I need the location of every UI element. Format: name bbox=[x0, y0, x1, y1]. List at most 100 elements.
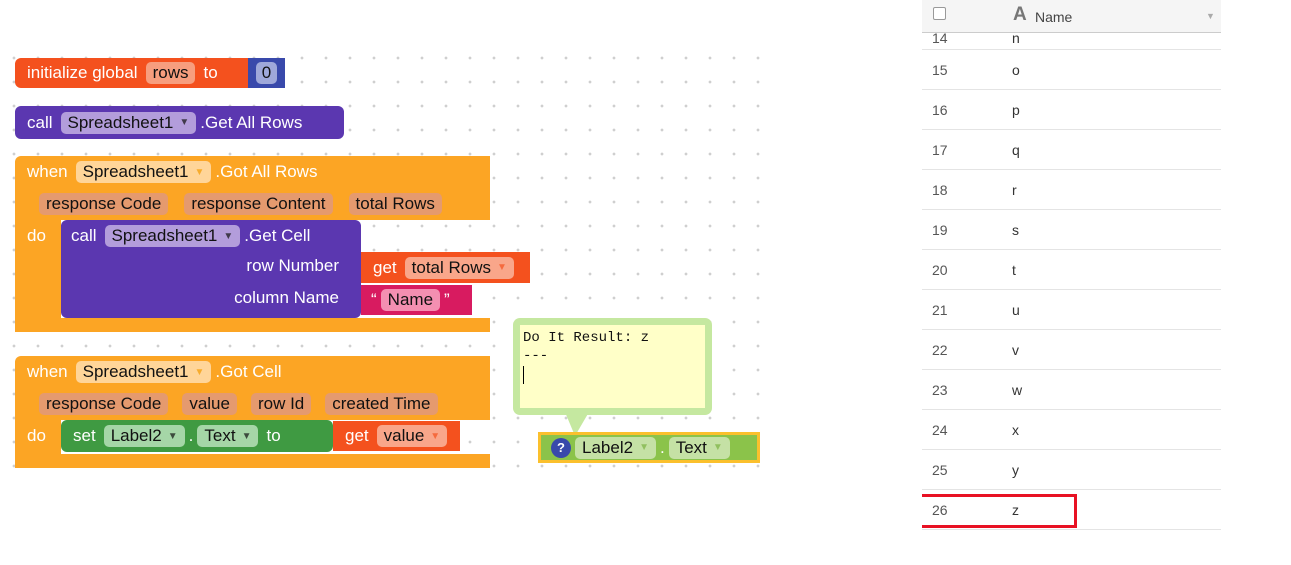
param-total-rows[interactable]: total Rows bbox=[348, 193, 442, 215]
property-dropdown[interactable]: Text bbox=[204, 426, 236, 445]
text-block[interactable]: “ Name ” bbox=[361, 285, 472, 315]
label2-text-getter-block[interactable]: ? Label2▼ . Text▼ bbox=[538, 432, 760, 463]
component-dropdown[interactable]: Spreadsheet1 bbox=[67, 112, 174, 132]
row-value: u bbox=[1012, 302, 1020, 318]
select-all-checkbox[interactable] bbox=[933, 7, 946, 20]
dropdown-arrow-icon: ▼ bbox=[497, 262, 507, 273]
text-field[interactable]: Name bbox=[380, 289, 441, 311]
table-row-partial[interactable]: 14 n bbox=[922, 10, 1221, 50]
dropdown-arrow-icon: ▼ bbox=[712, 442, 723, 453]
row-value: o bbox=[1012, 62, 1020, 78]
row-number: 15 bbox=[932, 62, 948, 78]
initialize-global-block[interactable]: initialize global rows to bbox=[15, 58, 250, 88]
row-value: r bbox=[1012, 182, 1017, 198]
property-dropdown[interactable]: Text bbox=[675, 437, 707, 457]
set-keyword: set bbox=[73, 426, 96, 445]
dot-separator: . bbox=[188, 426, 194, 445]
component-dropdown[interactable]: Label2 bbox=[110, 426, 162, 445]
to-keyword: to bbox=[203, 63, 218, 82]
row-number: 23 bbox=[932, 382, 948, 398]
row-number: 18 bbox=[932, 182, 948, 198]
dropdown-arrow-icon: ▼ bbox=[179, 117, 190, 128]
column-header-name[interactable]: Name bbox=[1035, 9, 1073, 25]
when-got-cell-block[interactable]: when Spreadsheet1▼ .Got Cell response Co… bbox=[15, 356, 490, 468]
do-keyword: do bbox=[27, 426, 46, 445]
call-keyword: call bbox=[27, 112, 53, 132]
row-number: 22 bbox=[932, 342, 948, 358]
table-row[interactable]: 23 w bbox=[922, 370, 1221, 410]
variable-dropdown[interactable]: value bbox=[383, 426, 425, 445]
table-row[interactable]: 19 s bbox=[922, 210, 1221, 250]
dropdown-arrow-icon: ▼ bbox=[639, 442, 649, 453]
method-name: .Get All Rows bbox=[200, 112, 303, 132]
table-row[interactable]: 16 p bbox=[922, 90, 1221, 130]
row-number: 26 bbox=[932, 502, 948, 518]
row-value: p bbox=[1012, 102, 1020, 118]
component-dropdown[interactable]: Spreadsheet1 bbox=[111, 226, 218, 245]
table-row[interactable]: 26 z bbox=[922, 490, 1221, 530]
component-dropdown[interactable]: Spreadsheet1 bbox=[82, 362, 189, 381]
number-block[interactable]: 0 bbox=[248, 58, 285, 88]
get-value-block[interactable]: get value▼ bbox=[333, 421, 460, 451]
row-number: 24 bbox=[932, 422, 948, 438]
open-quote: “ bbox=[371, 290, 377, 309]
table-row[interactable]: 17 q bbox=[922, 130, 1221, 170]
variable-dropdown[interactable]: total Rows bbox=[411, 257, 492, 277]
row-number: 19 bbox=[932, 222, 948, 238]
do-keyword: do bbox=[27, 226, 46, 245]
column-menu-arrow-icon[interactable]: ▼ bbox=[1206, 11, 1215, 21]
call-get-cell-block[interactable]: call Spreadsheet1▼ .Get Cell row Number … bbox=[61, 220, 361, 318]
param-response-code[interactable]: response Code bbox=[39, 193, 169, 215]
get-total-rows-block[interactable]: get total Rows ▼ bbox=[361, 252, 530, 283]
dropdown-arrow-icon: ▼ bbox=[241, 430, 252, 442]
variable-name-field[interactable]: rows bbox=[145, 62, 196, 84]
get-keyword: get bbox=[373, 257, 397, 277]
param-row-id[interactable]: row Id bbox=[250, 393, 312, 415]
row-number: 17 bbox=[932, 142, 948, 158]
dropdown-arrow-icon: ▼ bbox=[194, 366, 205, 378]
row-value: z bbox=[1012, 502, 1019, 518]
dropdown-arrow-icon: ▼ bbox=[194, 166, 205, 178]
row-number: 25 bbox=[932, 462, 948, 478]
text-cursor bbox=[523, 366, 524, 384]
table-row[interactable]: 18 r bbox=[922, 170, 1221, 210]
table-row[interactable]: 22 v bbox=[922, 330, 1221, 370]
do-it-result-bubble[interactable]: Do It Result: z --- bbox=[513, 318, 712, 415]
row-value: t bbox=[1012, 262, 1016, 278]
param-value[interactable]: value bbox=[182, 393, 237, 415]
dropdown-arrow-icon: ▼ bbox=[223, 230, 234, 242]
set-label-text-block[interactable]: set Label2 ▼ . Text ▼ to bbox=[61, 420, 333, 452]
component-dropdown[interactable]: Spreadsheet1 bbox=[82, 162, 189, 181]
event-name: .Got All Rows bbox=[215, 162, 318, 181]
param-created-time[interactable]: created Time bbox=[325, 393, 438, 415]
to-keyword: to bbox=[266, 426, 281, 445]
arg-column-name-label: column Name bbox=[234, 288, 339, 307]
row-value: s bbox=[1012, 222, 1019, 238]
event-name: .Got Cell bbox=[215, 362, 282, 381]
row-number: 16 bbox=[932, 102, 948, 118]
row-value: y bbox=[1012, 462, 1019, 478]
row-number: 14 bbox=[932, 30, 948, 46]
number-field[interactable]: 0 bbox=[255, 62, 278, 84]
call-keyword: call bbox=[71, 226, 97, 245]
call-get-all-rows-block[interactable]: call Spreadsheet1 ▼ .Get All Rows bbox=[15, 106, 344, 139]
row-value: q bbox=[1012, 142, 1020, 158]
param-response-code[interactable]: response Code bbox=[39, 393, 169, 415]
dropdown-arrow-icon: ▼ bbox=[167, 430, 178, 442]
table-row[interactable]: 15 o bbox=[922, 50, 1221, 90]
method-name: .Get Cell bbox=[244, 226, 311, 245]
row-value: n bbox=[1012, 30, 1020, 46]
component-dropdown[interactable]: Label2 bbox=[582, 437, 634, 457]
help-icon[interactable]: ? bbox=[551, 437, 571, 458]
when-got-all-rows-block[interactable]: when Spreadsheet1▼ .Got All Rows respons… bbox=[15, 156, 490, 332]
init-keyword: initialize global bbox=[27, 63, 138, 82]
param-response-content[interactable]: response Content bbox=[184, 193, 333, 215]
arg-row-number-label: row Number bbox=[246, 256, 339, 275]
table-row[interactable]: 25 y bbox=[922, 450, 1221, 490]
row-value: w bbox=[1012, 382, 1023, 398]
row-value: v bbox=[1012, 342, 1019, 358]
do-it-result-text[interactable]: Do It Result: z --- bbox=[520, 325, 705, 408]
